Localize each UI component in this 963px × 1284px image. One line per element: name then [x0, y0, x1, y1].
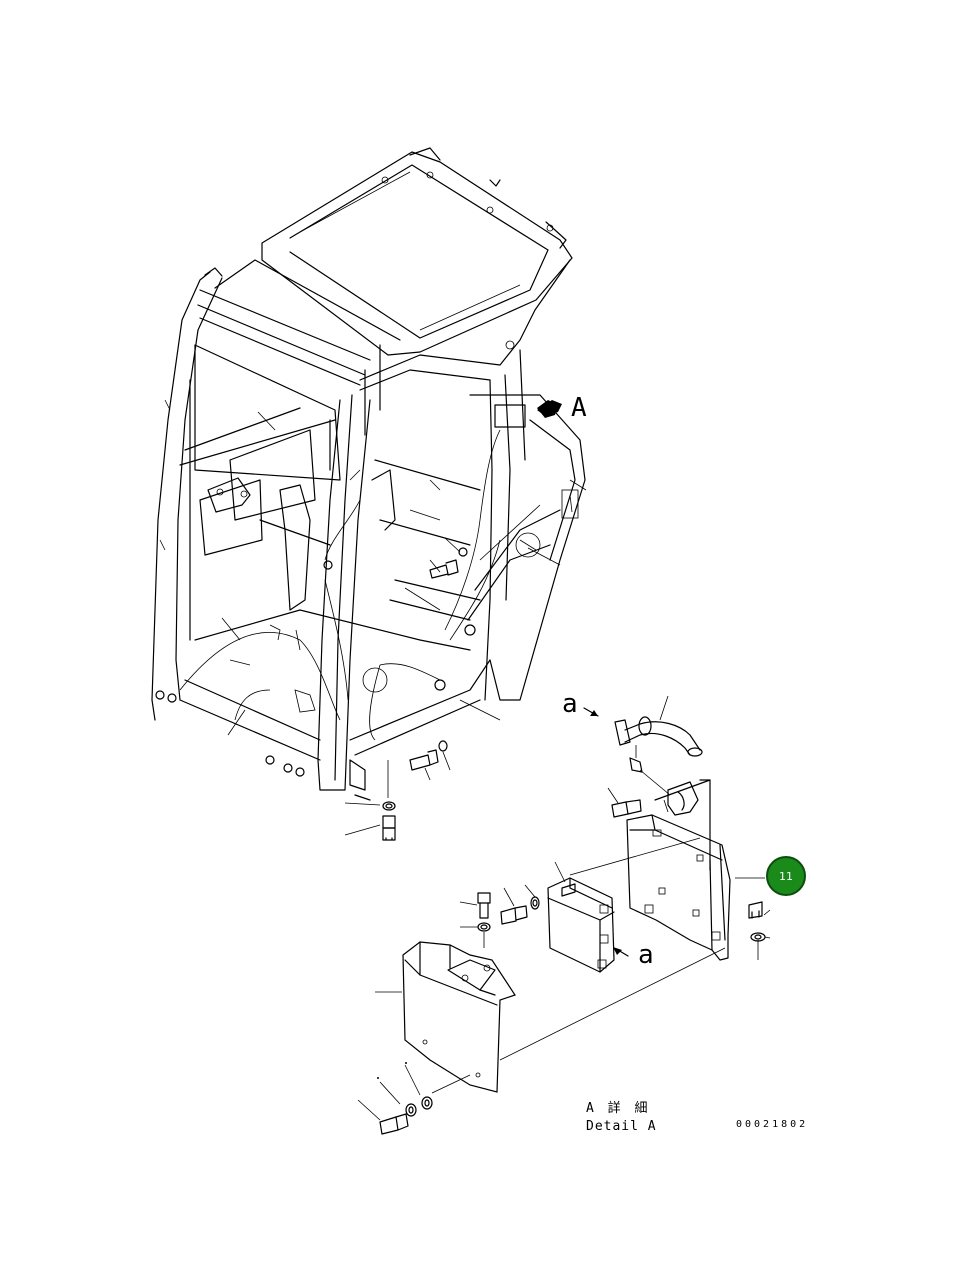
view-arrow-a: A — [537, 393, 587, 423]
ref-label-upper: a — [562, 689, 578, 719]
drawing-number: 00021802 — [736, 1119, 808, 1130]
callout-11[interactable]: 11 — [766, 856, 806, 896]
detail-title-en: Detail A — [586, 1119, 657, 1134]
detail-title: A 詳 細 Detail A 00021802 — [586, 1100, 808, 1134]
ref-label-lower: a — [638, 940, 654, 970]
detail-title-jp: A 詳 細 — [586, 1100, 650, 1116]
detail-a-assembly: a — [357, 689, 771, 1135]
cab-mount-bolts — [344, 760, 396, 841]
callout-11-label: 11 — [779, 870, 793, 883]
view-label: A — [571, 393, 587, 423]
cab-frame — [151, 147, 587, 801]
